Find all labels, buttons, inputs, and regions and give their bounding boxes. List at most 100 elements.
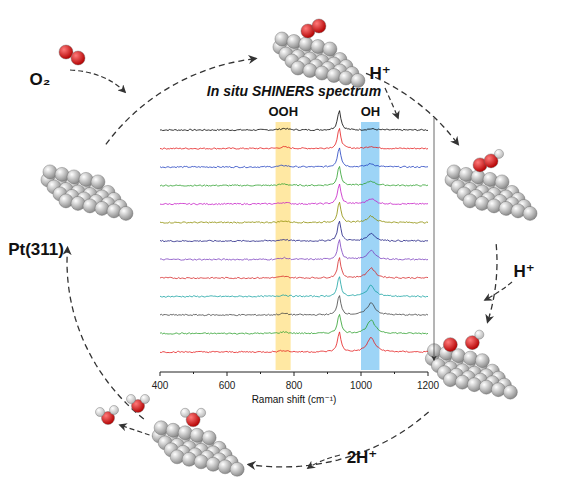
reaction-arrow (308, 455, 340, 468)
spectrum-trace (160, 221, 428, 241)
spectrum-trace (160, 277, 428, 297)
pt-atom (190, 428, 204, 442)
spectrum-trace (160, 332, 428, 353)
spectrum-trace (160, 184, 428, 205)
spectrum-trace (160, 258, 428, 279)
hydrogen-atom (197, 408, 206, 417)
pt-atom (463, 194, 477, 208)
pt-surface (152, 408, 244, 476)
hydrogen-atom (141, 395, 150, 404)
spectrum-trace (160, 314, 428, 334)
tick-label: 1200 (417, 380, 439, 391)
pt-atom (194, 455, 208, 469)
pt-atom (455, 375, 469, 389)
pt-atom (339, 71, 353, 85)
hydrogen-atom (181, 408, 190, 417)
axis-tick (160, 372, 161, 376)
pt-surface (445, 149, 537, 220)
time-arrow (434, 118, 435, 360)
axis-tick (394, 372, 395, 374)
reaction-arrow (385, 88, 398, 118)
axis-tick (327, 372, 328, 374)
species-label: O₂ (30, 71, 51, 90)
oh-band (361, 122, 379, 370)
hydrogen-atom (110, 406, 119, 415)
reaction-arrow (70, 70, 125, 92)
pt-atom (154, 421, 168, 435)
pt-atom (206, 457, 220, 471)
tick-label: 400 (152, 380, 169, 391)
pt-atom (487, 199, 501, 213)
cycle-arrows (67, 59, 512, 468)
pt-atom (475, 196, 489, 210)
pt-atom (299, 37, 313, 51)
chart-title: In situ SHINERS spectrum (207, 84, 381, 99)
spectrum-trace (160, 202, 428, 223)
pt-atom (463, 351, 477, 365)
axis-tick (227, 372, 228, 376)
pt-atom (511, 204, 525, 218)
pt-atom (467, 378, 481, 392)
pt-atom (182, 452, 196, 466)
pt-atom (202, 431, 216, 445)
pt-atom (230, 462, 244, 476)
axis-tick (361, 372, 362, 376)
pt-atom (178, 426, 192, 440)
species-label: H⁺ (369, 65, 390, 84)
axis-tick (260, 372, 261, 374)
pt-atom (59, 194, 73, 208)
spectrum-trace (160, 148, 428, 168)
cycle-arc (106, 59, 256, 145)
axis-title: Raman shift (cm⁻¹) (252, 394, 337, 405)
tick-label: 600 (219, 380, 236, 391)
tick-label: 1000 (350, 380, 372, 391)
cycle-arc (67, 248, 144, 419)
pt-atom (71, 196, 85, 210)
cycle-arc (248, 412, 428, 467)
pt-atom (79, 172, 93, 186)
pt-atom (479, 380, 493, 394)
cycle-arc (488, 244, 497, 322)
pt-atom (275, 32, 289, 46)
spectrum-trace (160, 166, 428, 186)
pt-atom (303, 63, 317, 77)
axis-tick (294, 372, 295, 376)
pt-atom (491, 383, 505, 397)
pt-atom (95, 201, 109, 215)
pt-atom (166, 423, 180, 437)
pt-atom (447, 165, 461, 179)
pt-atom (91, 175, 105, 189)
pt-atom (43, 165, 57, 179)
band-label: OH (361, 105, 381, 119)
tick-label: 800 (286, 380, 303, 391)
pt-atom (495, 175, 509, 189)
hydrogen-atom (475, 330, 484, 339)
pt-atom (475, 354, 489, 368)
pt-atom (483, 172, 497, 186)
pt-atom (523, 206, 537, 220)
pt-atom (499, 201, 513, 215)
pt-atom (107, 204, 121, 218)
pt-surface (41, 165, 133, 221)
hydrogen-atom (495, 149, 504, 158)
pt-atom (55, 167, 69, 181)
pt-atom (291, 61, 305, 75)
band-label: OOH (268, 105, 298, 119)
pt-atom (459, 167, 473, 181)
surface-label: Pt(311) (8, 241, 64, 260)
oxygen-atom (443, 338, 457, 352)
raman-chart (160, 111, 434, 376)
molecules (59, 45, 150, 425)
species-label: H⁺ (513, 263, 534, 282)
pt-atom (67, 170, 81, 184)
pt-atom (503, 385, 517, 399)
pt-atom (170, 450, 184, 464)
pt-atom (218, 460, 232, 474)
pt-atom (471, 170, 485, 184)
hydrogen-atom (96, 408, 105, 417)
pt-atom (323, 42, 337, 56)
spectrum-trace (160, 128, 428, 149)
oxygen-atom (71, 51, 85, 65)
